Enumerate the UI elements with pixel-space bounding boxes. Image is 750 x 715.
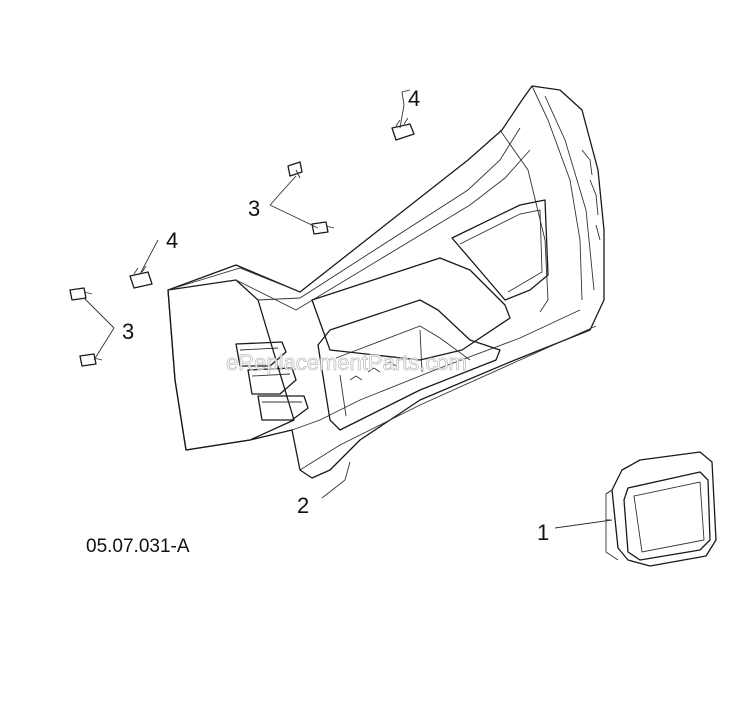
- callout-label: 2: [297, 493, 309, 518]
- callout-label: 4: [408, 86, 420, 111]
- watermark-text: eReplacementParts.com: [226, 350, 467, 375]
- callout-label: 1: [537, 520, 549, 545]
- clip-part: [391, 117, 415, 141]
- screw-part: [287, 161, 303, 179]
- clip-part: [129, 265, 153, 289]
- callout-label: 4: [166, 228, 178, 253]
- diagram-reference-code: 05.07.031-A: [86, 536, 190, 557]
- screw-part: [79, 353, 103, 367]
- screw-part: [69, 287, 93, 301]
- callout-label: 3: [122, 319, 134, 344]
- lever-slots: [235, 341, 309, 421]
- screw-part: [311, 221, 335, 235]
- headlight-part: [605, 451, 717, 567]
- front-panel-part: [167, 85, 605, 479]
- leader-lines: [83, 89, 613, 529]
- callout-label: 3: [248, 196, 260, 221]
